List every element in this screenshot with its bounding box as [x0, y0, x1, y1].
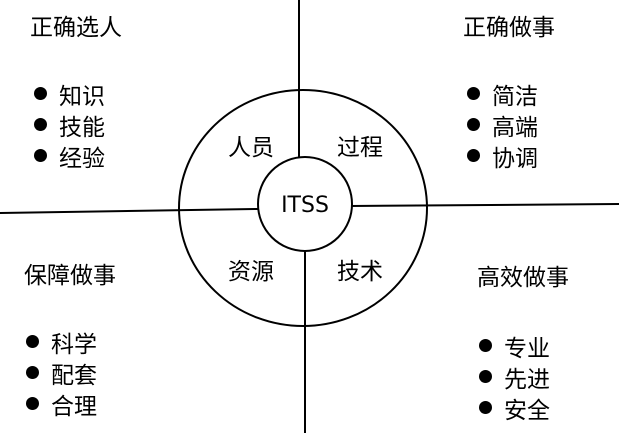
- list-item: 合理: [26, 388, 116, 420]
- list-item-label: 协调: [492, 145, 538, 172]
- list-item: 配套: [26, 357, 116, 389]
- list-item-label: 高端: [492, 114, 538, 141]
- quadrant-title: 正确做事: [463, 15, 555, 41]
- bullet-icon: [467, 118, 480, 131]
- list-item: 专业: [479, 330, 569, 362]
- list-item: 简洁: [467, 78, 555, 110]
- bullet-icon: [479, 370, 492, 383]
- quadrant-title: 正确选人: [30, 15, 122, 41]
- bullet-list: 知识 技能 经验: [34, 78, 122, 172]
- bullet-icon: [34, 149, 47, 162]
- bullet-icon: [479, 401, 492, 414]
- quadrant-title: 保障做事: [24, 263, 116, 289]
- sector-label-bottom-right: 技术: [337, 259, 383, 285]
- bullet-icon: [34, 118, 47, 131]
- bullet-list: 科学 配套 合理: [26, 326, 116, 420]
- list-item-label: 安全: [504, 397, 550, 424]
- bullet-icon: [26, 397, 39, 410]
- outer-circle: [178, 89, 428, 327]
- sector-label-top-left: 人员: [228, 135, 274, 161]
- bullet-icon: [467, 149, 480, 162]
- quadrant-bottom-left: 保障做事 科学 配套 合理: [24, 262, 116, 420]
- list-item-label: 合理: [51, 393, 97, 420]
- list-item-label: 经验: [59, 145, 105, 172]
- bullet-icon: [26, 335, 39, 348]
- list-item: 先进: [479, 361, 569, 393]
- quadrant-top-right: 正确做事 简洁 高端 协调: [463, 14, 555, 172]
- list-item: 科学: [26, 326, 116, 358]
- sector-label-bottom-left: 资源: [228, 259, 274, 285]
- inner-circle: [257, 156, 353, 252]
- quadrant-title: 高效做事: [477, 265, 569, 291]
- list-item-label: 专业: [504, 335, 550, 362]
- list-item: 协调: [467, 140, 555, 172]
- bullet-icon: [26, 366, 39, 379]
- sector-label-top-right: 过程: [337, 135, 383, 161]
- list-item-label: 先进: [504, 366, 550, 393]
- center-label: ITSS: [281, 193, 329, 218]
- list-item-label: 科学: [51, 331, 97, 358]
- bullet-icon: [34, 87, 47, 100]
- quadrant-top-left: 正确选人 知识 技能 经验: [30, 14, 122, 172]
- bullet-list: 简洁 高端 协调: [467, 78, 555, 172]
- list-item: 安全: [479, 392, 569, 424]
- bullet-list: 专业 先进 安全: [479, 330, 569, 424]
- axis-line-left: [0, 208, 259, 214]
- quadrant-bottom-right: 高效做事 专业 先进 安全: [477, 264, 569, 424]
- list-item: 经验: [34, 140, 122, 172]
- list-item: 知识: [34, 78, 122, 110]
- list-item: 高端: [467, 109, 555, 141]
- bullet-icon: [479, 339, 492, 352]
- axis-line-right: [349, 203, 619, 207]
- list-item-label: 简洁: [492, 83, 538, 110]
- list-item-label: 配套: [51, 362, 97, 389]
- list-item: 技能: [34, 109, 122, 141]
- list-item-label: 技能: [59, 114, 105, 141]
- list-item-label: 知识: [59, 83, 105, 110]
- bullet-icon: [467, 87, 480, 100]
